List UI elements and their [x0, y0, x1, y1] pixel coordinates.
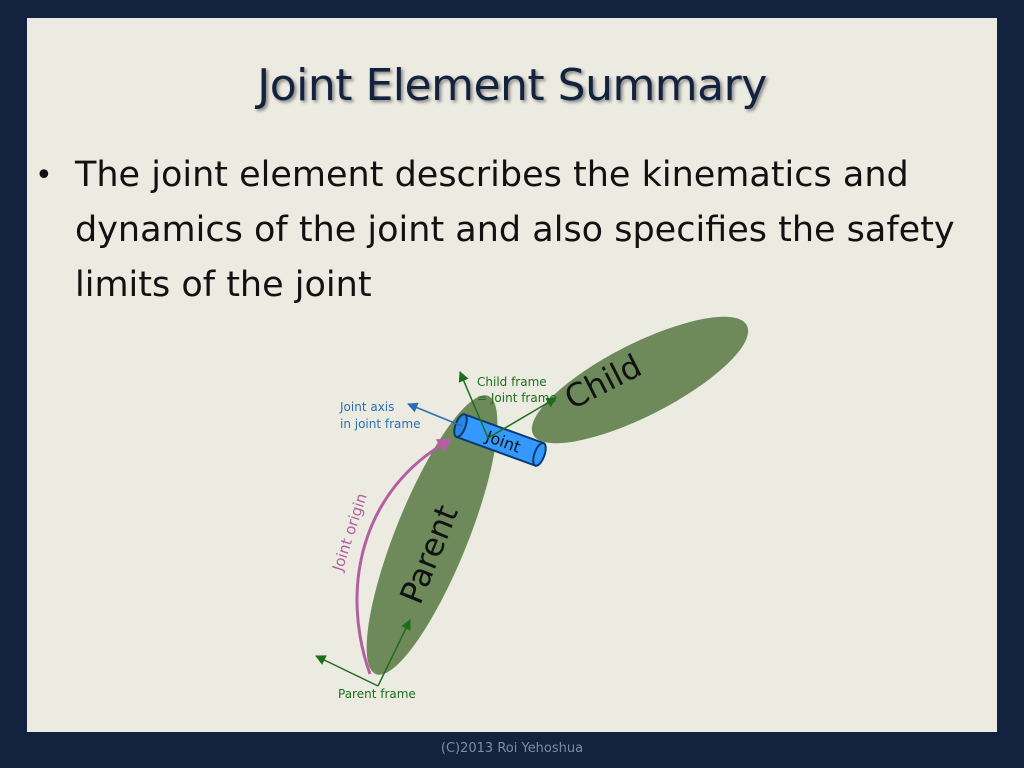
joint-axis-label-line2: in joint frame	[340, 417, 420, 431]
parent-frame-label: Parent frame	[338, 687, 416, 701]
parent-frame-arrow-up	[377, 619, 411, 687]
joint-diagram: Joint Child Parent Child frame = Joint f…	[315, 316, 749, 701]
slide: Joint Element Summary • The joint elemen…	[27, 18, 997, 732]
slide-title: Joint Element Summary	[257, 60, 767, 111]
child-frame-label-line1: Child frame	[477, 375, 547, 389]
footer-copyright: (C)2013 Roi Yehoshua	[440, 741, 584, 756]
bullet-list: • The joint element describes the kinema…	[27, 148, 997, 313]
parent-link	[366, 395, 498, 675]
parent-frame-arrow-left	[315, 655, 379, 687]
joint-origin-label: Joint origin	[328, 491, 370, 574]
joint-origin-arrow	[355, 438, 453, 675]
joint-axis-arrow	[407, 402, 463, 427]
bullet-dot-icon: •	[35, 158, 53, 193]
child-frame-label-line2: = Joint frame	[477, 391, 557, 405]
child-link	[531, 316, 749, 444]
joint-axis-label-line1: Joint axis	[339, 400, 394, 414]
bullet-text: The joint element describes the kinemati…	[75, 155, 955, 305]
child-frame-arrow-up	[458, 371, 489, 439]
bullet-item: • The joint element describes the kinema…	[27, 148, 997, 313]
child-frame-arrow-right	[487, 397, 557, 439]
